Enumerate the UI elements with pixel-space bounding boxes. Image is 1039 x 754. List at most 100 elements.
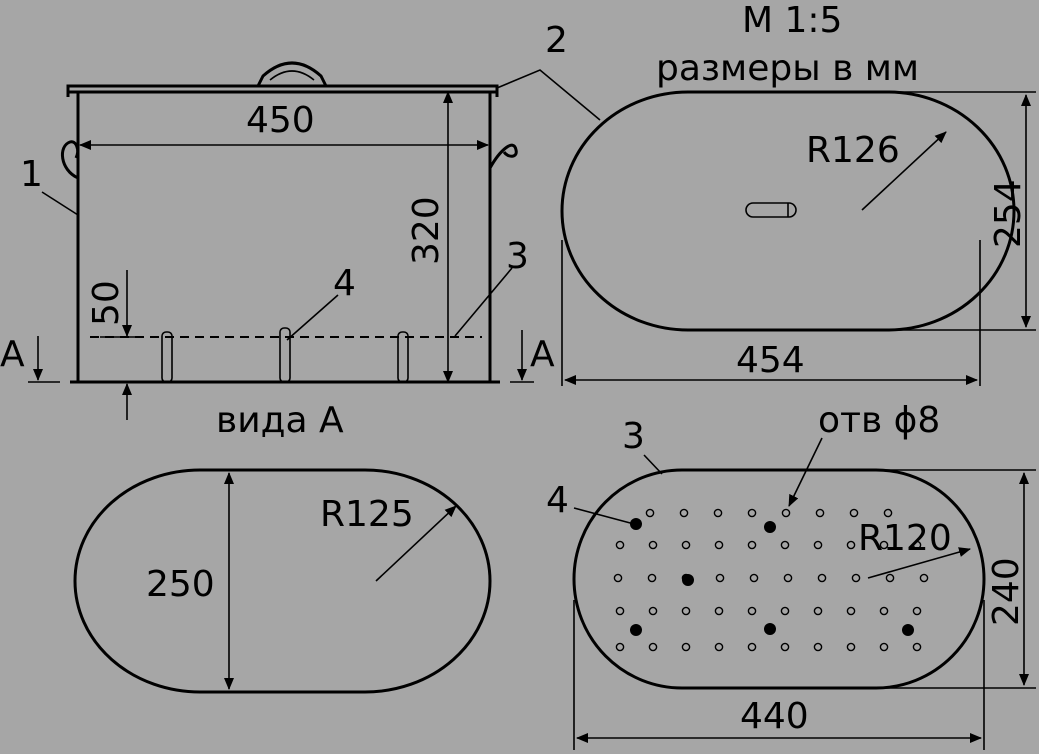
- grid-leg-mount: [682, 574, 694, 586]
- section-label-right: А: [530, 334, 555, 375]
- grid-radius-label: R120: [858, 518, 952, 559]
- grid-leg-mount: [630, 624, 642, 636]
- grid-hole: [615, 642, 625, 652]
- grid-hole: [783, 573, 793, 583]
- lid-width-label: 454: [736, 340, 805, 381]
- grid-hole: [645, 508, 655, 518]
- grid-hole: [747, 642, 757, 652]
- grid-hole: [781, 508, 791, 518]
- lid-handle: [256, 61, 328, 87]
- grid-hole: [885, 573, 895, 583]
- bottom-radius-leader: [375, 505, 457, 582]
- section-label-left: А: [0, 334, 25, 375]
- grid-leg-mount: [764, 521, 776, 533]
- leader-1: [41, 191, 79, 216]
- grid-hole: [813, 606, 823, 616]
- grid-leg: [397, 331, 409, 383]
- grid-leg-mount: [764, 623, 776, 635]
- grid-view: 3 4 отв ϕ8 R120 240 440: [546, 400, 1036, 750]
- lid-height-label: 254: [988, 179, 1029, 248]
- grid-hole: [747, 540, 757, 550]
- part-label-3: 3: [506, 236, 529, 277]
- leader-grid-4: [573, 507, 635, 525]
- grid-hole: [747, 508, 757, 518]
- grid-hole: [715, 573, 725, 583]
- side-handle-left: [61, 140, 80, 180]
- part-label-3-grid: 3: [622, 416, 645, 457]
- grid-width-label: 440: [740, 696, 809, 737]
- grid-hole: [846, 606, 856, 616]
- grid-hole: [713, 508, 723, 518]
- part-label-1: 1: [20, 154, 43, 195]
- grid-hole: [879, 642, 889, 652]
- grid-hole: [648, 606, 658, 616]
- grid-hole: [615, 606, 625, 616]
- bottom-outline-oval: [73, 468, 492, 694]
- bottom-height-label: 250: [146, 564, 215, 605]
- grid-leg-mount: [902, 624, 914, 636]
- grid-radius-leader: [867, 547, 971, 579]
- grid-hole: [749, 573, 759, 583]
- bottom-view: 250 R125: [73, 468, 492, 694]
- front-height-label: 320: [406, 196, 447, 265]
- grid-hole: [613, 573, 623, 583]
- leader-4: [286, 294, 339, 341]
- grid-leg: [161, 331, 173, 383]
- part-label-4: 4: [333, 263, 356, 304]
- grid-hole: [912, 642, 922, 652]
- lid-outline-oval: [560, 90, 1016, 332]
- grid-holes: [613, 508, 929, 652]
- hole-note-label: отв ϕ8: [818, 400, 940, 441]
- lid-radius-label: R126: [806, 130, 900, 171]
- grid-hole: [679, 508, 689, 518]
- leader-3: [454, 267, 513, 337]
- grid-hole: [851, 573, 861, 583]
- grid-hole: [647, 573, 657, 583]
- grid-hole: [714, 540, 724, 550]
- front-offset-label: 50: [86, 280, 127, 326]
- lid-top-view: R126 254 454: [560, 90, 1036, 386]
- lid-radius-leader: [861, 131, 947, 211]
- front-width-label: 450: [246, 100, 315, 141]
- grid-hole: [815, 508, 825, 518]
- grid-leg: [279, 327, 291, 383]
- scale-label: М 1:5: [742, 0, 842, 41]
- leader-2: [496, 69, 601, 121]
- grid-hole: [681, 606, 691, 616]
- grid-hole: [648, 540, 658, 550]
- hole-note-leader: [788, 437, 823, 507]
- grid-hole: [780, 540, 790, 550]
- grid-hole: [879, 540, 889, 550]
- lid-handle-inner: [269, 70, 315, 81]
- grid-hole: [813, 540, 823, 550]
- view-label: вида А: [216, 400, 344, 441]
- bottom-radius-label: R125: [320, 494, 414, 535]
- side-handle-right: [488, 143, 518, 169]
- grid-hole: [912, 540, 922, 550]
- part-label-2: 2: [545, 20, 568, 61]
- grid-hole: [615, 540, 625, 550]
- grid-hole: [912, 606, 922, 616]
- grid-hole: [648, 642, 658, 652]
- grid-hole: [846, 642, 856, 652]
- leader-grid-3: [643, 454, 663, 475]
- grid-leg-mount: [630, 518, 642, 530]
- lid-knob: [745, 202, 797, 218]
- grid-height-label: 240: [986, 557, 1027, 626]
- grid-hole: [919, 573, 929, 583]
- grid-hole: [681, 540, 691, 550]
- grid-outline-oval: [572, 468, 986, 690]
- part-label-4-grid: 4: [546, 480, 569, 521]
- grid-hole: [883, 508, 893, 518]
- grid-hole: [681, 642, 691, 652]
- grid-hole: [780, 642, 790, 652]
- units-label: размеры в мм: [656, 48, 919, 89]
- grid-hole: [714, 606, 724, 616]
- grid-hole: [846, 540, 856, 550]
- grid-hole: [747, 606, 757, 616]
- front-view: 450 320 50 1 2 3 4 А А: [0, 20, 601, 420]
- grid-hole: [817, 573, 827, 583]
- grid-hole: [849, 508, 859, 518]
- grid-hole: [714, 642, 724, 652]
